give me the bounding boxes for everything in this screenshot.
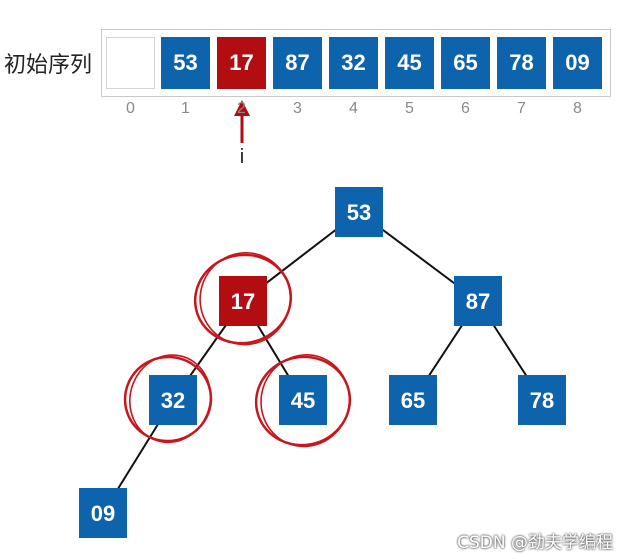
watermark: CSDN @劲夫学编程 (457, 533, 613, 553)
array-index-1: 1 (181, 100, 190, 117)
tree-node-label: 87 (466, 289, 490, 314)
tree-node-label: 17 (231, 289, 255, 314)
tree-node-87 (454, 276, 502, 326)
sequence-label: 初始序列 (4, 53, 93, 78)
tree-node-65 (389, 375, 437, 425)
tree-node-label: 45 (291, 388, 315, 413)
tree-node-32 (149, 375, 197, 425)
array-cell-1: 53 (161, 37, 210, 89)
array-cell-6: 65 (441, 37, 490, 89)
array-index-8: 8 (573, 100, 582, 117)
annotation-circle-stroke (129, 354, 212, 444)
tree-node-17 (219, 276, 267, 326)
array-cell-5: 45 (385, 37, 434, 89)
tree-node-label: 53 (347, 200, 371, 225)
array-index-2: 2 (237, 100, 246, 117)
array-cell-4: 32 (329, 37, 378, 89)
array-cell-3: 87 (273, 37, 322, 89)
tree-node-53 (335, 187, 383, 237)
array-cell-8: 09 (553, 37, 602, 89)
annotation-circle-stroke (260, 354, 351, 448)
tree-node-label: 65 (401, 388, 425, 413)
array-index-6: 6 (461, 100, 470, 117)
tree-node-09 (79, 488, 127, 538)
array-cell-7: 78 (497, 37, 546, 89)
array-index-7: 7 (517, 100, 526, 117)
annotation-circle-stroke (199, 251, 292, 346)
array-index-3: 3 (293, 100, 302, 117)
tree-node-label: 78 (530, 388, 554, 413)
array-index-4: 4 (349, 100, 358, 117)
tree-node-45 (279, 375, 327, 425)
array-index-0: 0 (126, 100, 135, 117)
tree-node-label: 09 (91, 501, 115, 526)
array-cell-2: 17 (217, 37, 266, 89)
tree-node-78 (518, 375, 566, 425)
array-index-5: 5 (405, 100, 414, 117)
tree-node-label: 32 (161, 388, 185, 413)
pointer-label: i (239, 146, 245, 168)
array-cell-0 (106, 37, 155, 89)
pointer-arrow-head (234, 100, 250, 116)
